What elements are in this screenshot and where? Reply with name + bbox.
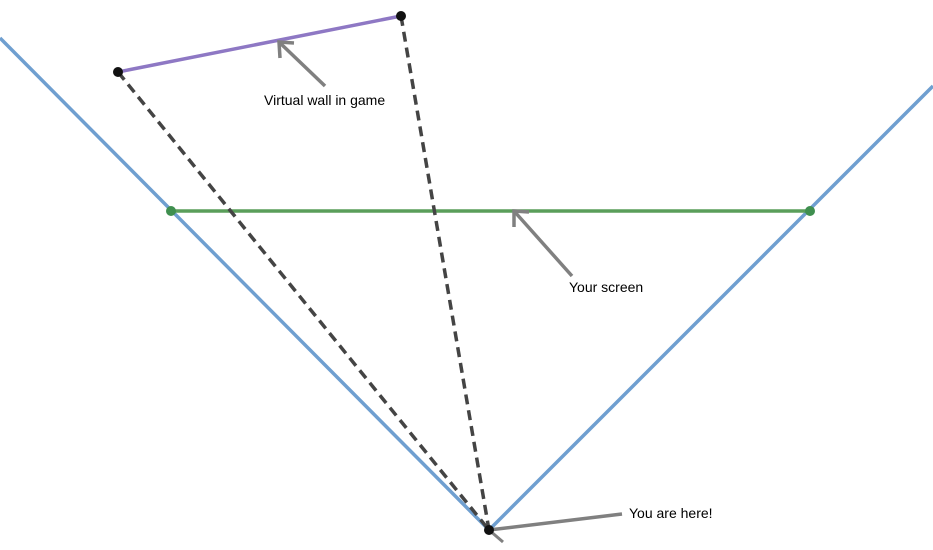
screen-label: Your screen (569, 279, 643, 295)
screen-endpoint-left (166, 206, 176, 216)
viewer-point (484, 525, 494, 535)
wall-pointer-arrow (277, 40, 327, 88)
fov-right-ray (487, 84, 933, 532)
wall-label: Virtual wall in game (264, 92, 385, 108)
viewer-pointer-line (488, 512, 623, 544)
fov-left-ray (0, 36, 491, 532)
wall-line (117, 14, 402, 74)
screen-endpoint-right (805, 206, 815, 216)
screen-pointer-arrow (512, 209, 574, 278)
sight-line-left (116, 70, 491, 532)
wall-endpoint-left (113, 67, 123, 77)
viewer-label: You are here! (629, 505, 713, 521)
sight-line-right (399, 15, 491, 531)
wall-endpoint-right (396, 11, 406, 21)
